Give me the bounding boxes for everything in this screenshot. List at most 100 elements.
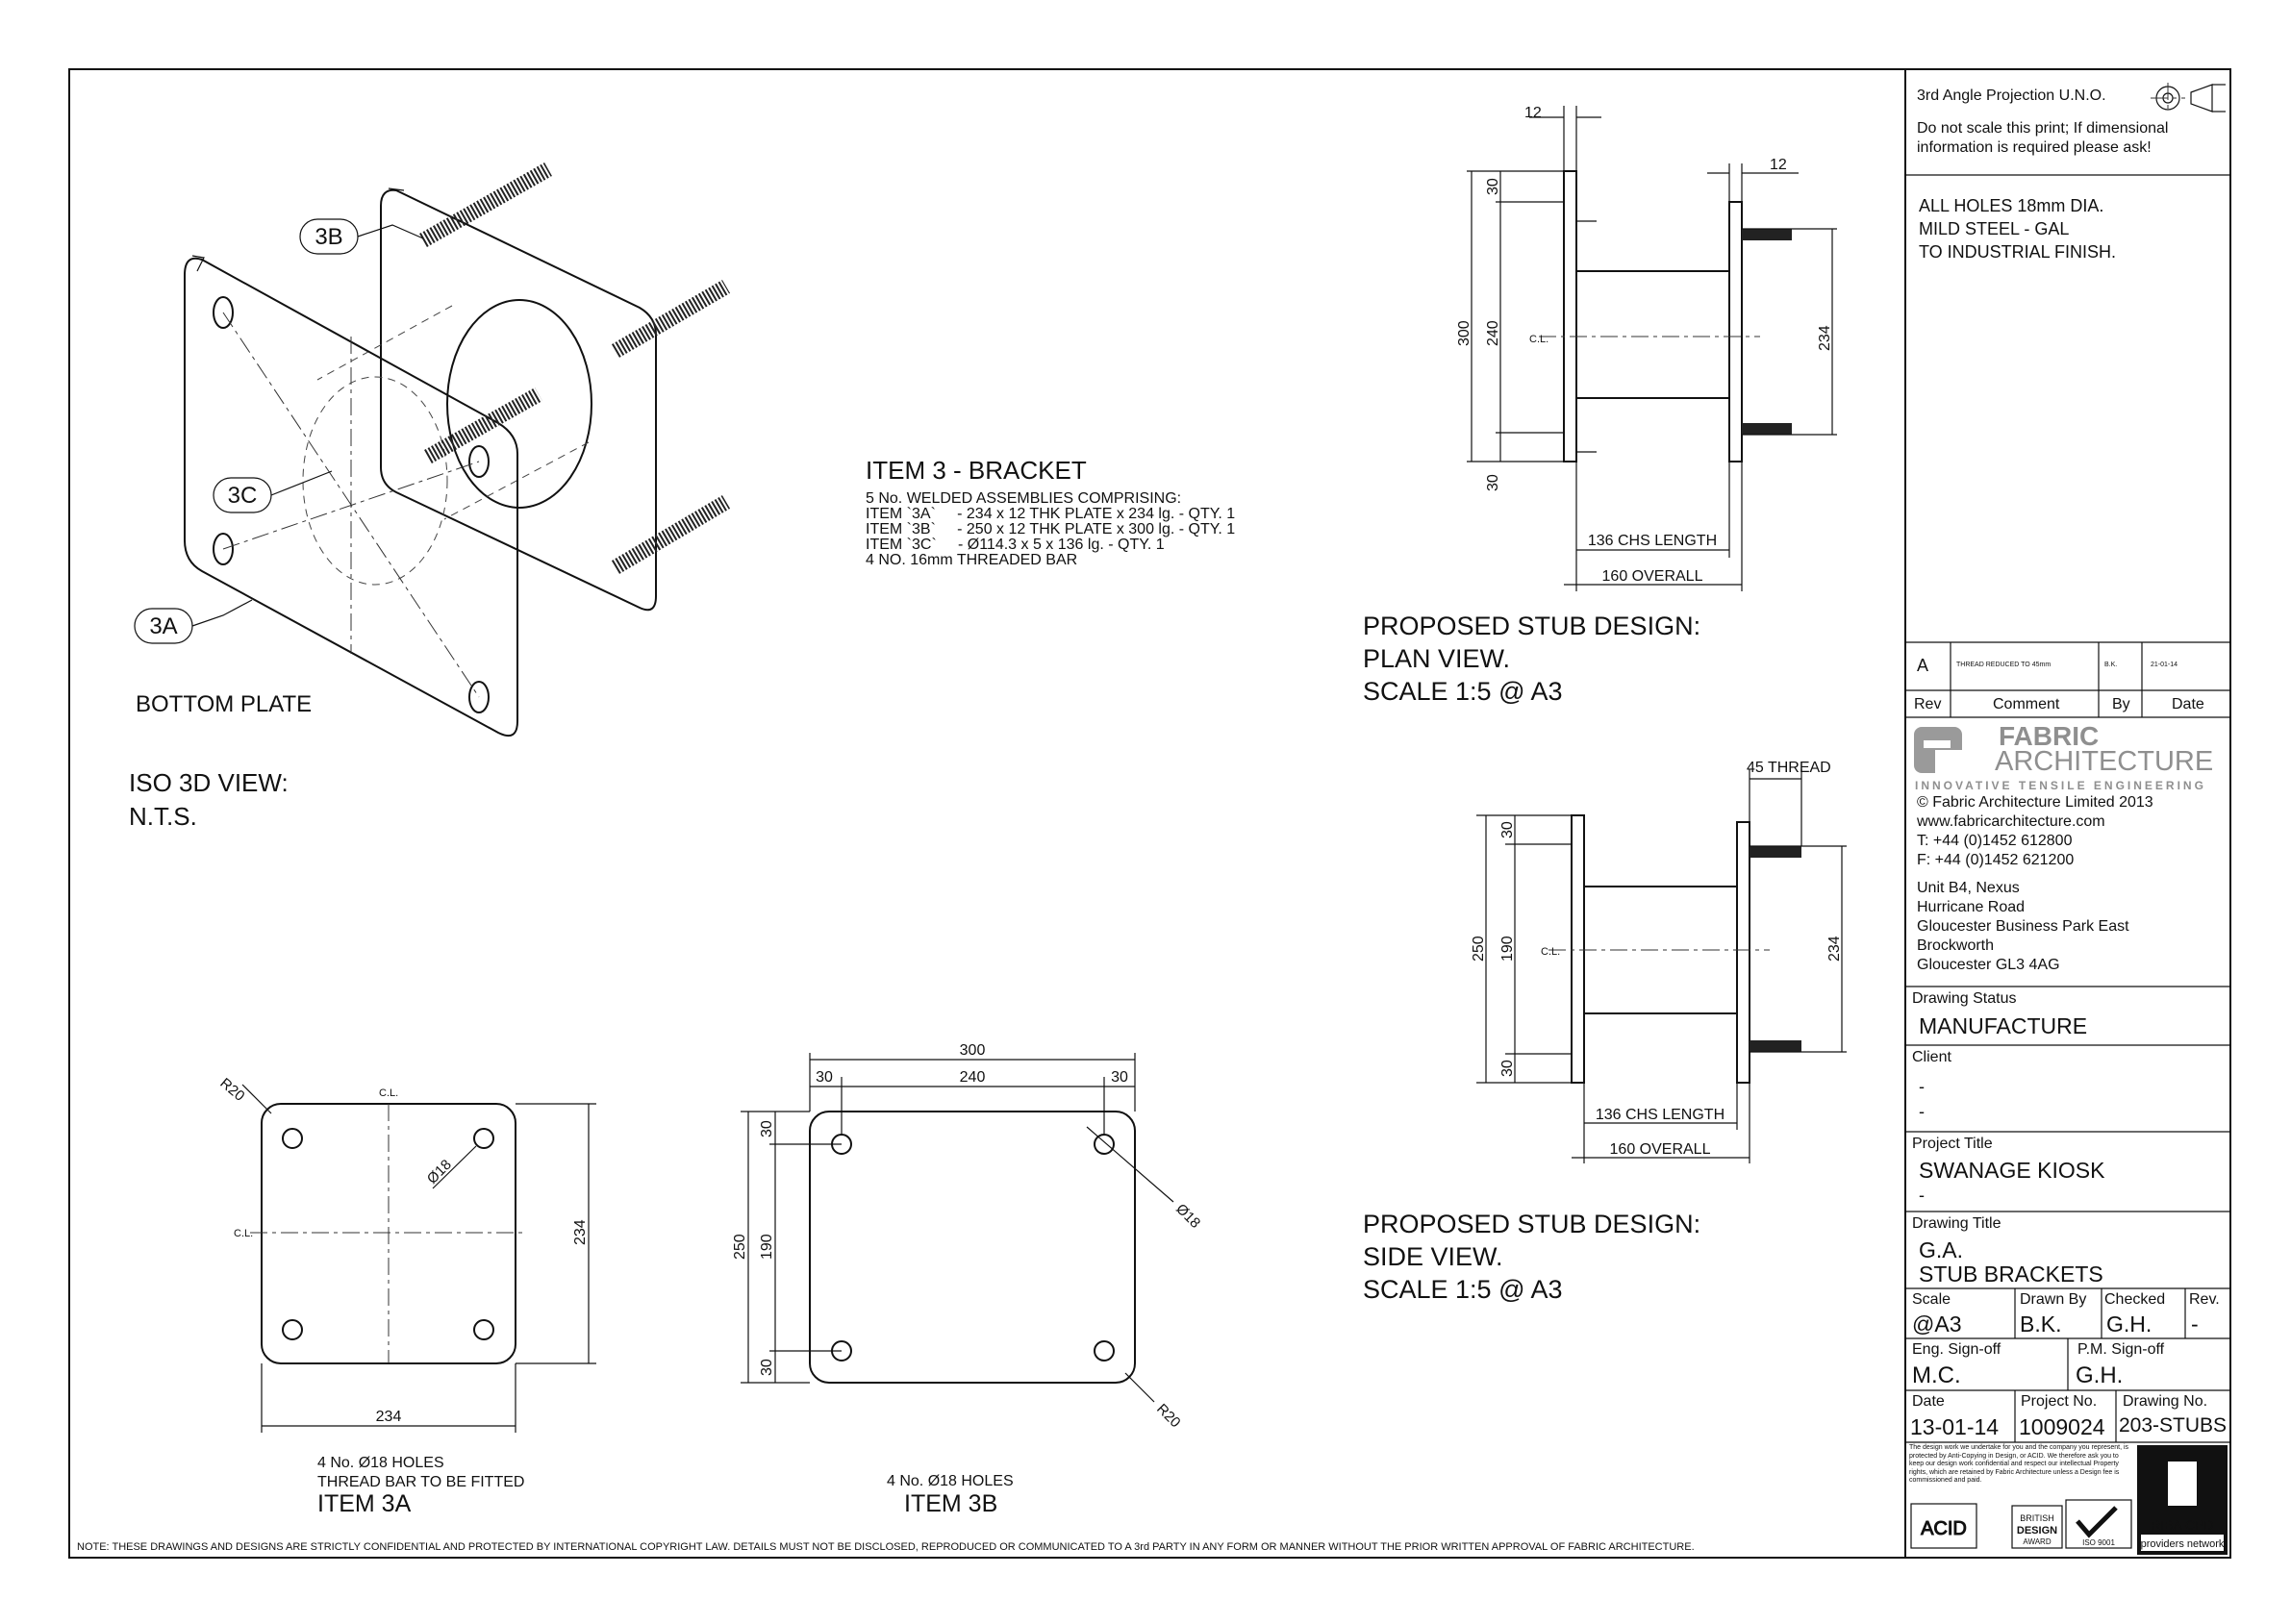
side-thread: 45 THREAD — [1747, 760, 1831, 776]
side-dim-190: 190 — [1499, 936, 1516, 962]
plan-plate-left — [1563, 170, 1577, 462]
drawing-title-value: G.A. STUB BRACKETS — [1919, 1238, 2103, 1287]
side-plate-right — [1736, 821, 1750, 1084]
item3b-r20: R20 — [1153, 1401, 1183, 1431]
company-name-2: ARCHITECTURE — [1995, 746, 2214, 777]
status-value: MANUFACTURE — [1919, 1013, 2088, 1038]
revision-comment: THREAD REDUCED TO 45mm — [1956, 662, 2052, 668]
revision-rev: A — [1917, 656, 1929, 675]
scale-value: @A3 — [1912, 1312, 1962, 1337]
plan-title: PROPOSED STUB DESIGN: — [1363, 612, 1700, 640]
item3b-dim-240: 240 — [960, 1069, 986, 1086]
item3b-title: ITEM 3B — [904, 1490, 997, 1517]
no-scale-note: Do not scale this print; If dimensional … — [1917, 120, 2169, 156]
drawing-title-line-1: G.A. — [1919, 1237, 1964, 1262]
plan-view: C.L. 12 12 300 240 30 30 234 136 CHS LEN… — [1363, 105, 1837, 706]
item3a-hole: Ø18 — [424, 1157, 455, 1187]
drawing-title-label: Drawing Title — [1912, 1215, 2001, 1232]
pm-signoff-value: G.H. — [2076, 1362, 2124, 1388]
acid-badge-icon — [1910, 1503, 1977, 1549]
item3b-dim-30-top: 30 — [759, 1120, 775, 1137]
drawn-value: B.K. — [2020, 1312, 2062, 1337]
balloon-3b-text: 3B — [315, 224, 342, 250]
plan-dim-240: 240 — [1485, 320, 1501, 346]
side-dim-250: 250 — [1471, 936, 1487, 962]
revision-by: B.K. — [2104, 662, 2118, 668]
rev-header-date: Date — [2172, 696, 2204, 712]
item3-line-3: ITEM `3B` - 250 x 12 THK PLATE x 300 lg.… — [866, 521, 1235, 537]
general-notes: ALL HOLES 18mm DIA. MILD STEEL - GAL TO … — [1919, 194, 2116, 263]
plan-tube — [1575, 270, 1730, 399]
side-bar-top — [1750, 846, 1801, 858]
address-line-5: Gloucester GL3 4AG — [1917, 957, 2060, 973]
company-copyright: © Fabric Architecture Limited 2013 — [1917, 794, 2153, 811]
item3b-dim-190: 190 — [759, 1234, 775, 1260]
project-title-label: Project Title — [1912, 1136, 1993, 1152]
iso-tube — [446, 299, 592, 509]
item3-line-5: 4 NO. 16mm THREADED BAR — [866, 552, 1077, 568]
item3a-dim-234-h: 234 — [376, 1409, 402, 1425]
project-title-value: SWANAGE KIOSK - — [1919, 1158, 2104, 1208]
company-address: Unit B4, Nexus Hurricane Road Gloucester… — [1917, 879, 2129, 975]
drawing-no-value: 203-STUBS — [2119, 1414, 2228, 1437]
side-view-label: SIDE VIEW. — [1363, 1242, 1503, 1271]
item3a-note2: THREAD BAR TO BE FITTED — [317, 1474, 524, 1490]
address-line-4: Brockworth — [1917, 937, 1995, 954]
plan-dim-12-top: 12 — [1524, 105, 1542, 121]
plan-overall: 160 OVERALL — [1602, 568, 1703, 585]
company-contact: © Fabric Architecture Limited 2013 www.f… — [1917, 793, 2153, 870]
plan-chs-length: 136 CHS LENGTH — [1588, 533, 1717, 549]
balloon-3a-text: 3A — [149, 613, 177, 639]
checked-value: G.H. — [2106, 1312, 2153, 1337]
sheet-border — [68, 68, 2231, 1559]
company-web: www.fabricarchitecture.com — [1917, 813, 2105, 830]
side-dim-234: 234 — [1826, 936, 1843, 962]
address-line-2: Hurricane Road — [1917, 899, 2026, 915]
eng-signoff-label: Eng. Sign-off — [1912, 1341, 2001, 1358]
status-label: Drawing Status — [1912, 990, 2017, 1007]
side-overall: 160 OVERALL — [1610, 1141, 1711, 1158]
bda-text-1: BRITISH — [2020, 1513, 2054, 1523]
plan-dim-30-bottom: 30 — [1485, 474, 1501, 491]
balloon-3c-text: 3C — [228, 483, 258, 509]
item3b-dim-250: 250 — [732, 1234, 748, 1260]
rev-header-comment: Comment — [1993, 696, 2060, 712]
iso-threaded-bars — [419, 162, 731, 574]
side-scale: SCALE 1:5 @ A3 — [1363, 1275, 1563, 1304]
note-line-2: MILD STEEL - GAL — [1919, 219, 2070, 238]
plan-cl: C.L. — [1529, 334, 1548, 345]
side-chs-length: 136 CHS LENGTH — [1596, 1107, 1725, 1123]
company-fax: F: +44 (0)1452 621200 — [1917, 852, 2075, 868]
iso-view: 3B 3C 3A BOTTOM PLATE ISO 3D VIEW: N.T.S… — [129, 162, 731, 831]
titleblock-grid — [1905, 174, 2230, 1443]
date-label: Date — [1912, 1393, 1945, 1410]
drawn-label: Drawn By — [2020, 1291, 2087, 1308]
bda-text-3: AWARD — [2023, 1537, 2051, 1546]
iso-badge-text: ISO 9001 — [2082, 1538, 2115, 1547]
rev-header-rev: Rev — [1914, 696, 1942, 712]
item3b-plate — [809, 1111, 1136, 1384]
iso-plate-3a — [184, 257, 518, 737]
item3a-view: C.L. C.L. R20 Ø18 234 234 4 No. Ø18 HOLE… — [216, 1075, 596, 1517]
client-line-2: - — [1919, 1102, 1925, 1121]
projection-symbol-icon — [2151, 83, 2226, 113]
projection-label: 3rd Angle Projection U.N.O. — [1917, 87, 2106, 104]
item3a-cl-top: C.L. — [379, 1087, 398, 1099]
plan-bar-bottom — [1742, 423, 1792, 435]
plan-dim-30-top: 30 — [1485, 178, 1501, 195]
bda-text-2: DESIGN — [2017, 1525, 2057, 1537]
project-line-2: - — [1919, 1186, 1925, 1205]
scale-label: Scale — [1912, 1291, 1951, 1308]
item3a-cl-left: C.L. — [234, 1228, 253, 1239]
client-line-1: - — [1919, 1077, 1925, 1096]
address-line-1: Unit B4, Nexus — [1917, 880, 2020, 896]
item3a-note1: 4 No. Ø18 HOLES — [317, 1455, 444, 1471]
item3b-note1: 4 No. Ø18 HOLES — [887, 1473, 1014, 1489]
iso-badge-icon — [2065, 1499, 2132, 1549]
plan-scale: SCALE 1:5 @ A3 — [1363, 677, 1563, 706]
rev-header-by: By — [2112, 696, 2130, 712]
side-bar-bottom — [1750, 1040, 1801, 1052]
side-dim-30-bottom: 30 — [1499, 1060, 1516, 1077]
